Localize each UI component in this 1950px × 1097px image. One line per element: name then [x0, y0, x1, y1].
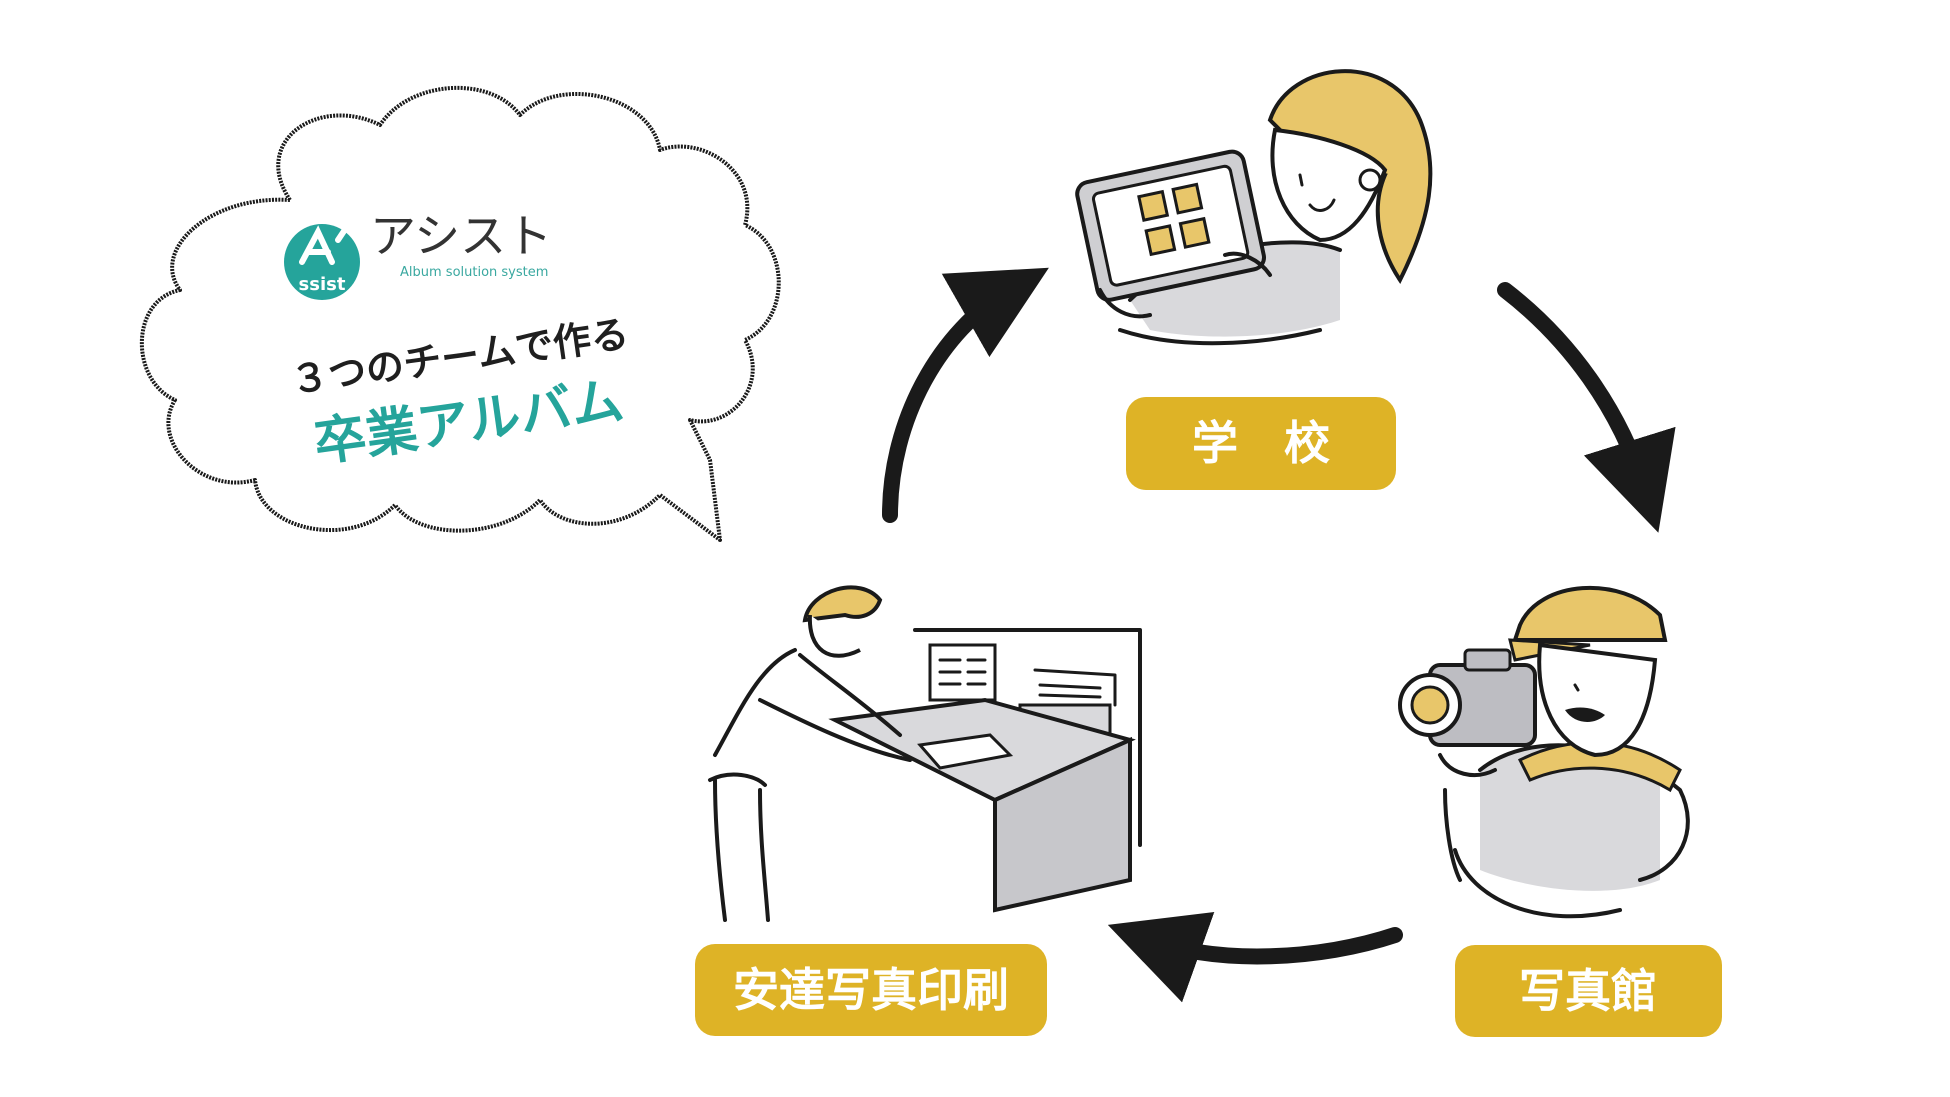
node-studio: 写真館	[1455, 945, 1722, 1037]
node-school: 学 校	[1126, 397, 1396, 490]
assist-logo-mark	[284, 224, 360, 300]
studio-label-badge	[1455, 945, 1722, 1037]
teacher-with-tablet-icon	[1075, 69, 1433, 346]
assist-logo: ssist アシスト Album solution system	[284, 209, 552, 300]
assist-logo-subtitle: Album solution system	[400, 265, 548, 280]
cycle-arrows	[882, 267, 1676, 1003]
printer-label-badge	[695, 944, 1047, 1036]
logo-a-glyph-icon	[299, 225, 349, 265]
photographer-with-camera-icon	[1398, 585, 1690, 919]
studio-label: 写真館	[1519, 964, 1657, 1018]
arrow-printer-to-school	[882, 267, 1049, 523]
arrow-school-to-studio	[1497, 282, 1676, 533]
assist-logo-mark-text: ssist	[299, 274, 346, 295]
assist-logo-title: アシスト	[370, 209, 552, 263]
school-label-badge	[1126, 397, 1396, 490]
print-operator-icon	[708, 585, 1142, 922]
speech-bubble-outline	[139, 85, 781, 542]
speech-bubble: ssist アシスト Album solution system ３つのチームで…	[139, 85, 781, 542]
school-label: 学 校	[1192, 416, 1330, 470]
printer-label: 安達写真印刷	[733, 963, 1009, 1017]
node-printer: 安達写真印刷	[695, 944, 1047, 1036]
arrow-studio-to-printer	[1107, 911, 1403, 1003]
